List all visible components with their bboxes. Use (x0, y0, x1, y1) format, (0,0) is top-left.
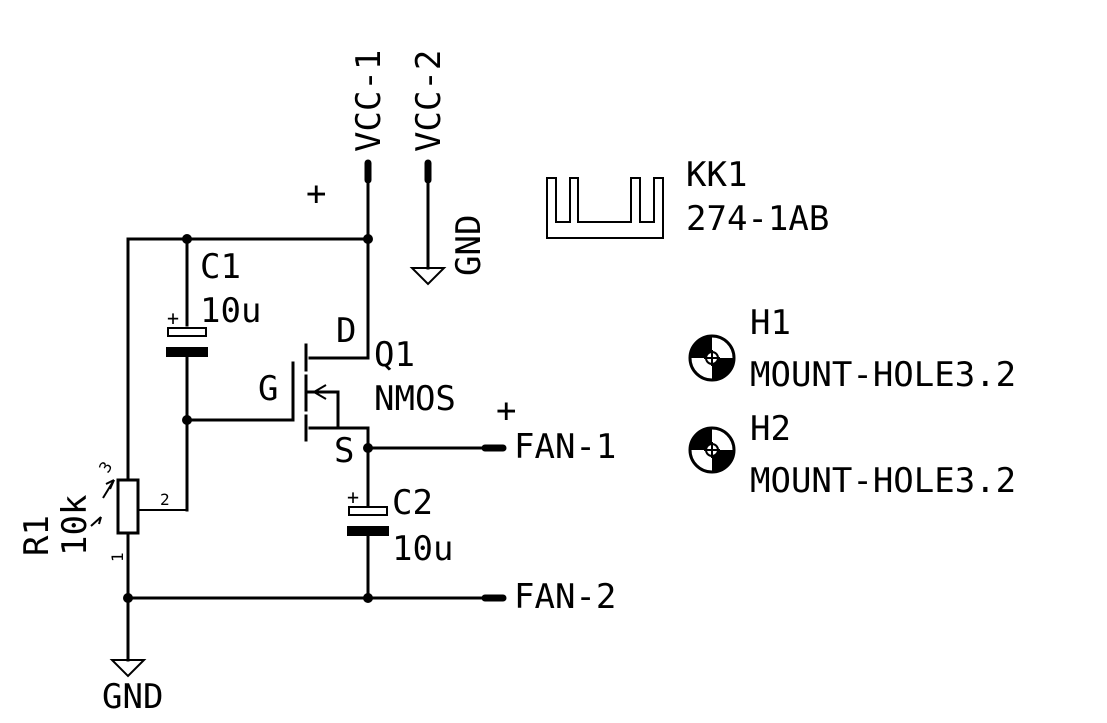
vcc1-label: VCC-1 (349, 50, 389, 152)
h1-part: MOUNT-HOLE3.2 (750, 355, 1016, 395)
c2-polarity: + (347, 485, 359, 509)
c1-polarity: + (167, 306, 179, 330)
q1-name: Q1 (374, 335, 415, 375)
fan-plus-sign: + (496, 391, 516, 431)
q1-gate-label: G (258, 369, 278, 409)
vcc2-pin: VCC-2 (409, 50, 449, 184)
mount-hole-h1: H1 MOUNT-HOLE3.2 (688, 303, 1016, 395)
capacitor-c1: + C1 10u (166, 247, 261, 357)
junctions (123, 234, 373, 603)
q1-source-label: S (334, 431, 354, 471)
r1-value: 10k (55, 495, 95, 556)
kk1-part: 274-1AB (686, 199, 829, 239)
r1-pin2: 2 (160, 490, 170, 509)
wires (126, 170, 497, 662)
gnd-bottom-label: GND (102, 677, 163, 717)
mosfet-q1: D G S Q1 NMOS (258, 311, 456, 471)
gnd-symbol-top: GND (409, 215, 489, 286)
r1-name: R1 (17, 515, 57, 556)
potentiometer-r1: 3 2 1 R1 10k (17, 458, 187, 562)
vcc2-label: VCC-2 (409, 50, 449, 152)
heatsink-kk1: KK1 274-1AB (546, 155, 829, 239)
h2-part: MOUNT-HOLE3.2 (750, 461, 1016, 501)
q1-type: NMOS (374, 379, 456, 419)
r1-pin1: 1 (108, 552, 127, 562)
kk1-name: KK1 (686, 155, 747, 195)
r1-pin3: 3 (95, 458, 116, 476)
c1-name: C1 (200, 247, 241, 287)
fan-pin-1: FAN-1 (481, 427, 616, 467)
vcc1-pin: VCC-1 (349, 50, 389, 184)
fan2-label: FAN-2 (514, 577, 616, 617)
h1-name: H1 (750, 303, 791, 343)
capacitor-c2: + C2 10u (347, 483, 453, 569)
c2-value: 10u (392, 529, 453, 569)
gnd-symbol-bottom: GND (102, 659, 163, 717)
mount-hole-h2: H2 MOUNT-HOLE3.2 (688, 409, 1016, 501)
fan-pin-2: FAN-2 (481, 577, 616, 617)
vcc-plus-sign: + (306, 174, 326, 214)
c2-name: C2 (392, 483, 433, 523)
q1-drain-label: D (336, 311, 356, 351)
fan1-label: FAN-1 (514, 427, 616, 467)
gnd-top-label: GND (449, 215, 489, 276)
h2-name: H2 (750, 409, 791, 449)
c1-value: 10u (200, 291, 261, 331)
